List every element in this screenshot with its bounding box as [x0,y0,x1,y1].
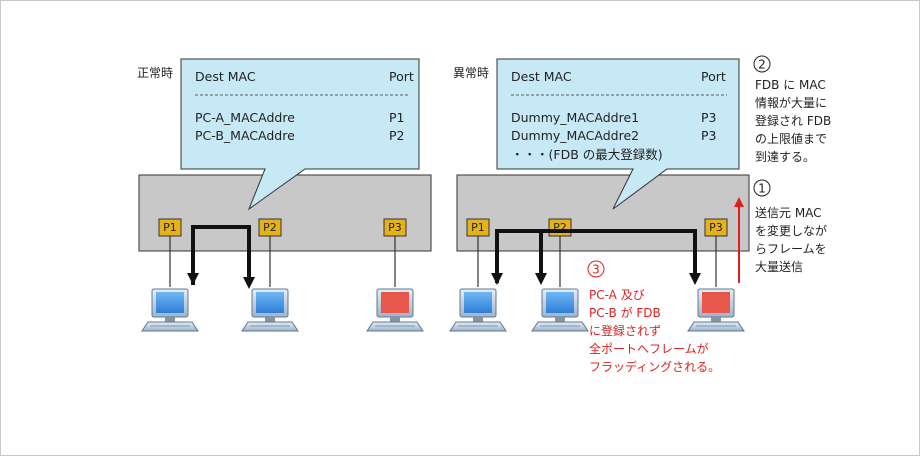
normal-port-p3-label: P3 [388,221,402,234]
note-1-number: 1 [758,182,766,196]
abnormal-arrow-down-3 [689,273,701,285]
note-1-line3: らフレームを [755,242,827,256]
abnormal-port-p1-label: P1 [471,221,485,234]
note-2-circle [753,55,771,73]
abnormal-pc-a [449,288,507,332]
normal-col-mac: Dest MAC [195,69,256,84]
abnormal-pc-b [531,288,589,332]
abnormal-row2-port: P3 [701,128,717,143]
normal-port-p2-label: P2 [263,221,277,234]
note-1-line1: 送信元 MAC [755,205,822,220]
note-3: 3 PC-A 及び PC-B が FDB に登録されず 全ポートへフレームが フ… [587,260,720,374]
abnormal-row1-port: P3 [701,110,717,125]
abnormal-row1-mac: Dummy_MACAddre1 [511,110,639,125]
note-2-line2: 情報が大量に [755,95,827,110]
note-3-line1: PC-A 及び [589,288,645,302]
note-3-line4: 全ポートへフレームが [589,341,709,356]
normal-panel: 正常時 Dest MAC Port PC-A_MACAddre P1 PC-B_… [137,58,432,332]
abnormal-switch [456,174,750,252]
note-1: 1 送信元 MAC を変更しなが らフレームを 大量送信 [753,179,827,274]
abnormal-arrow-down-1 [491,273,503,285]
normal-arrow-down-1 [187,273,199,285]
note-3-line2: PC-B が FDB [589,305,661,320]
note-1-line4: 大量送信 [755,259,803,274]
note-2-line4: の上限値まで [755,131,827,146]
normal-port-p1-label: P1 [163,221,177,234]
note-2-number: 2 [758,58,766,72]
note-3-circle [587,260,605,278]
abnormal-flood-path [495,229,697,283]
abnormal-arrow-down-2 [535,273,547,285]
note-1-circle [753,179,771,197]
abnormal-panel: 異常時 Dest MAC Port Dummy_MACAddre1 P3 Dum… [449,58,750,332]
note-3-line5: フラッディングされる。 [589,359,720,374]
note-1-line2: を変更しなが [755,223,827,238]
normal-switch [138,174,432,252]
abnormal-title: 異常時 [453,66,489,80]
normal-row2-mac: PC-B_MACAddre [195,128,295,143]
normal-frame-path [191,225,251,285]
normal-row1-mac: PC-A_MACAddre [195,110,295,125]
abnormal-fdb-callout [496,58,740,210]
normal-fdb-callout [180,58,420,211]
abnormal-col-mac: Dest MAC [511,69,572,84]
normal-row2-port: P2 [389,128,405,143]
normal-row1-port: P1 [389,110,405,125]
normal-pc-b [241,288,299,332]
attack-arrow-head [734,197,744,207]
note-2: 2 FDB に MAC 情報が大量に 登録され FDB の上限値まで 到達する。 [753,55,831,164]
normal-col-port: Port [389,69,414,84]
note-2-line3: 登録され FDB [755,113,831,128]
normal-pc-a [141,288,199,332]
normal-title: 正常時 [137,66,173,80]
abnormal-pc-attacker [687,288,745,332]
note-3-line3: に登録されず [589,323,661,338]
note-2-line5: 到達する。 [755,150,815,164]
normal-pc-attacker [366,288,424,332]
abnormal-port-p3-label: P3 [709,221,723,234]
abnormal-more-entries: ・・・(FDB の最大登録数) [511,147,663,162]
abnormal-col-port: Port [701,69,726,84]
abnormal-row2-mac: Dummy_MACAddre2 [511,128,639,143]
note-3-number: 3 [592,263,600,277]
normal-arrow-down-2 [243,277,255,289]
note-2-line1: FDB に MAC [755,78,826,92]
